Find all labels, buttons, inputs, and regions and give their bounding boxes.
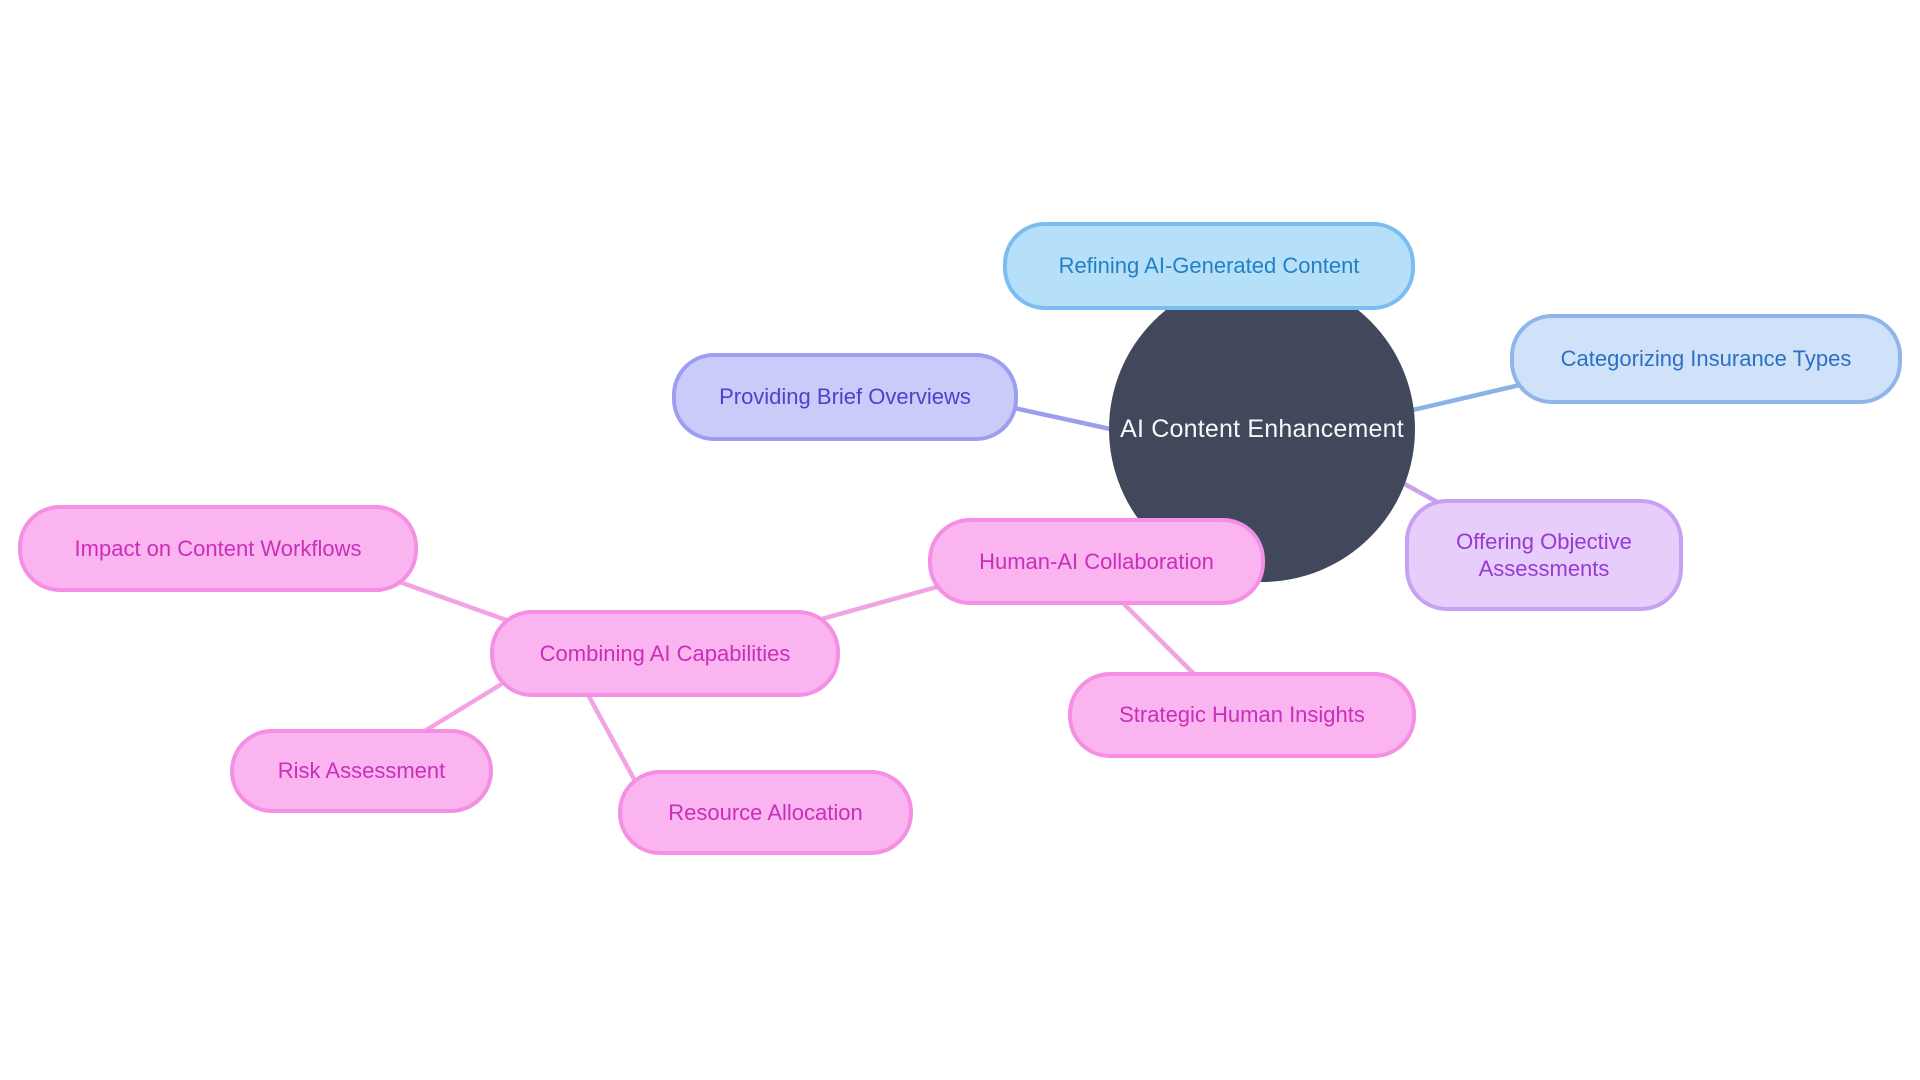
node-providing-label: Providing Brief Overviews — [719, 384, 971, 410]
node-providing: Providing Brief Overviews — [672, 353, 1018, 441]
node-human_ai-label: Human-AI Collaboration — [979, 548, 1214, 574]
node-combining: Combining AI Capabilities — [490, 610, 840, 697]
central-node-label: AI Content Enhancement — [1120, 414, 1404, 443]
node-categorizing-label: Categorizing Insurance Types — [1560, 346, 1852, 372]
node-refining-label: Refining AI-Generated Content — [1058, 253, 1360, 279]
node-resource-label: Resource Allocation — [668, 799, 863, 825]
node-combining-label: Combining AI Capabilities — [539, 640, 791, 666]
node-offering: Offering Objective Assessments — [1405, 499, 1683, 611]
node-offering-label: Offering Objective Assessments — [1456, 528, 1632, 582]
node-strategic: Strategic Human Insights — [1068, 672, 1416, 758]
node-risk-label: Risk Assessment — [277, 758, 446, 784]
node-impact: Impact on Content Workflows — [18, 505, 418, 592]
node-resource: Resource Allocation — [618, 770, 913, 855]
node-strategic-label: Strategic Human Insights — [1119, 702, 1365, 728]
node-human_ai: Human-AI Collaboration — [928, 518, 1265, 605]
node-categorizing: Categorizing Insurance Types — [1510, 314, 1902, 404]
edge-combining-resource — [577, 677, 643, 793]
node-risk: Risk Assessment — [230, 729, 493, 813]
node-refining: Refining AI-Generated Content — [1003, 222, 1415, 310]
node-impact-label: Impact on Content Workflows — [74, 535, 362, 561]
